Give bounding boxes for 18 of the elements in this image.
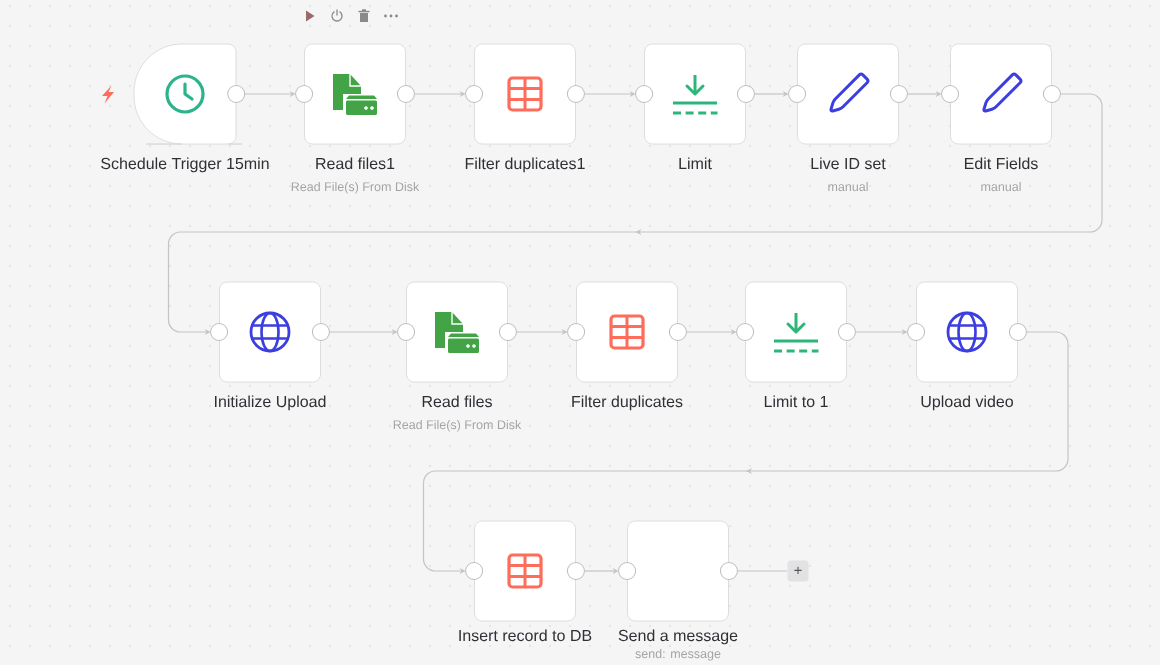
node-title: Limit to 1 (764, 395, 828, 408)
node-title: Live ID set (811, 157, 886, 170)
node-subtitle: Read File(s) From Disk (291, 181, 420, 194)
node-title: Read files1 (316, 157, 395, 170)
node-subtitle: send: message (635, 648, 721, 661)
node-title: Filter duplicates1 (465, 157, 585, 173)
node-title: Initialize Upload (215, 395, 326, 411)
node-title: Send a message (618, 629, 738, 645)
node-subtitle: Read File(s) From Disk (393, 419, 522, 432)
node-title: Insert record to DB (459, 629, 592, 642)
node-title: Read files (422, 395, 492, 408)
node-title: Edit Fields (965, 157, 1038, 170)
node-subtitle: manual (981, 181, 1021, 192)
node-title: Filter duplicates (572, 395, 683, 411)
node-title: Limit (679, 157, 712, 170)
node-title: Schedule Trigger 15min (101, 157, 269, 173)
node-title: Upload video (921, 395, 1013, 411)
node-subtitle: manual (828, 181, 868, 192)
